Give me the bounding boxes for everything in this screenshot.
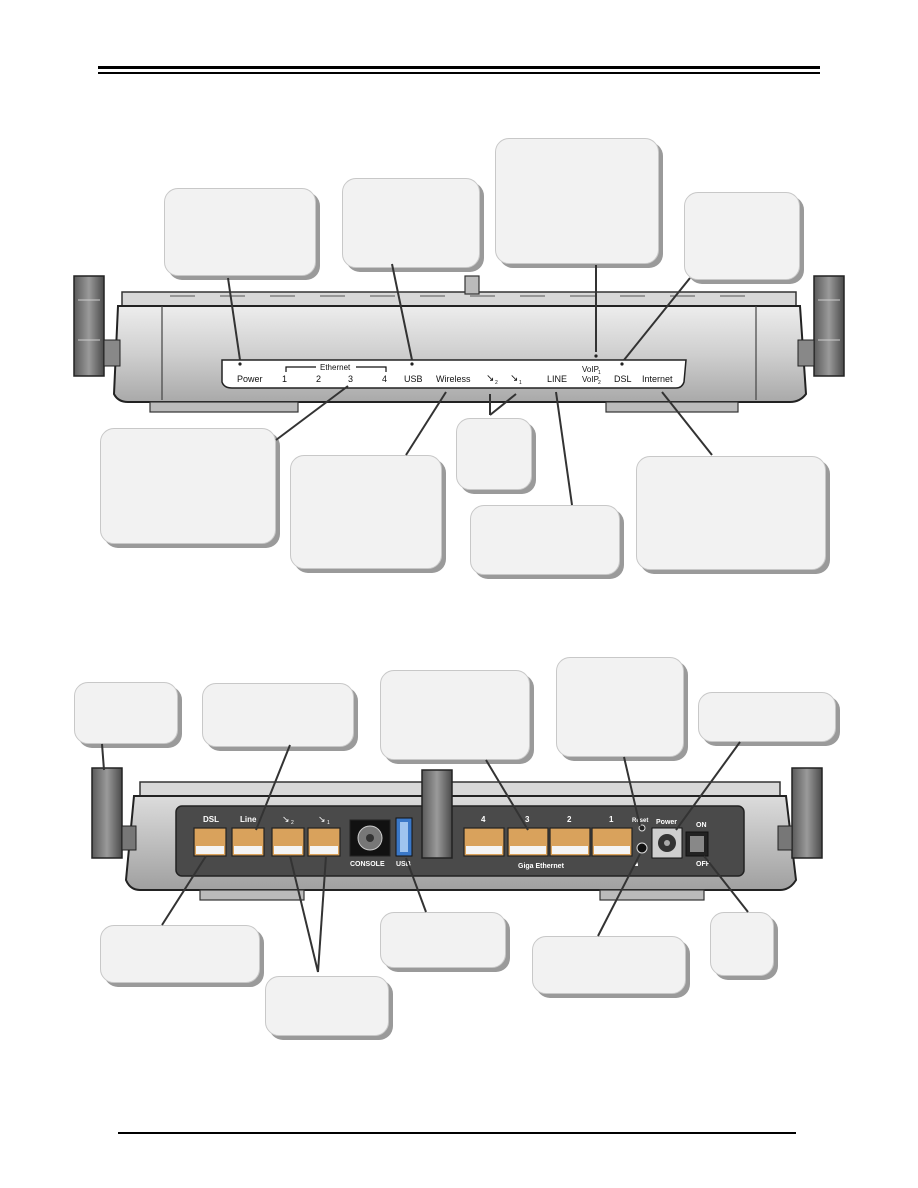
- label-phone2: 2: [495, 380, 498, 386]
- label-rear-phone1: 1: [327, 820, 330, 826]
- label-wireless: Wireless: [436, 374, 471, 384]
- label-usb: USB: [404, 374, 423, 384]
- rear-phone-icon-2: ↘: [282, 814, 290, 824]
- label-voip-1: VoIP: [582, 365, 599, 374]
- callout-power-switch: [710, 912, 774, 976]
- callout-giga-ethernet: [380, 670, 530, 760]
- label-line: LINE: [547, 374, 567, 384]
- header-rule-thick: [98, 66, 820, 69]
- label-rear-phone2: 2: [291, 820, 294, 826]
- label-eth3: 3: [348, 374, 353, 384]
- callout-phone-ports: [265, 976, 389, 1036]
- rear-foot-right: [599, 889, 705, 901]
- label-voip-2-sub: 2: [598, 380, 601, 386]
- label-rear-line: Line: [240, 815, 257, 824]
- front-antenna-left: [73, 275, 121, 377]
- front-top-handle: [464, 275, 480, 295]
- label-rear-reset: Reset: [632, 818, 648, 824]
- callout-wireless: [290, 455, 442, 569]
- led-dsl: [620, 362, 624, 366]
- rear-antenna-right: [777, 767, 823, 859]
- label-rear-dsl: DSL: [203, 815, 219, 824]
- front-top-ridge: [121, 291, 797, 307]
- callout-voip: [495, 138, 659, 264]
- label-ethernet: Ethernet: [320, 363, 351, 372]
- rear-port-recess: [175, 805, 745, 877]
- label-rear-on: ON: [696, 822, 707, 829]
- label-voip-2: VoIP: [582, 375, 599, 384]
- label-rear-power: Power: [656, 819, 677, 826]
- reset-hole: [638, 824, 646, 832]
- phone-icon-2: ↘: [486, 373, 494, 384]
- rear-top-ridge: [139, 781, 781, 797]
- callout-phone: [456, 418, 532, 490]
- callout-power: [164, 188, 316, 276]
- callout-wps: [532, 936, 686, 994]
- label-eth1: 1: [282, 374, 287, 384]
- front-led-window: [221, 359, 687, 389]
- led-voip: [594, 354, 598, 358]
- rear-foot-left: [199, 889, 305, 901]
- front-foot-right: [605, 401, 739, 413]
- label-rear-giga: Giga Ethernet: [518, 863, 565, 870]
- front-antenna-right: [797, 275, 845, 377]
- label-internet: Internet: [642, 374, 673, 384]
- label-rear-lan4: 4: [481, 815, 486, 824]
- callout-line-port: [202, 683, 354, 747]
- label-power: Power: [237, 374, 263, 384]
- front-foot-left: [149, 401, 299, 413]
- label-rear-off: OFF: [696, 861, 711, 868]
- ethernet-bracket: [285, 366, 387, 372]
- wps-button: [636, 842, 648, 854]
- label-rear-console: CONSOLE: [350, 861, 385, 868]
- label-voip-1-sub: 1: [598, 370, 601, 376]
- label-phone1: 1: [519, 380, 522, 386]
- callout-reset: [556, 657, 684, 757]
- front-panel: Power Ethernet 1 2 3 4 USB Wireless ↘ 2 …: [73, 263, 845, 506]
- led-power: [238, 362, 242, 366]
- callout-ethernet: [100, 428, 276, 544]
- label-rear-lan3: 3: [525, 815, 530, 824]
- callout-dsl: [684, 192, 800, 280]
- callout-usb: [342, 178, 480, 268]
- label-rear-lan1: 1: [609, 815, 614, 824]
- callout-dsl-port: [100, 925, 260, 983]
- footer-rule: [118, 1132, 796, 1134]
- rear-phone-icon-1: ↘: [318, 814, 326, 824]
- callout-power-jack: [698, 692, 836, 742]
- phone-icon-1: ↘: [510, 373, 518, 384]
- header-rule-thin: [98, 72, 820, 74]
- label-eth4: 4: [382, 374, 387, 384]
- label-rear-lan2: 2: [567, 815, 572, 824]
- rear-antenna-center: [421, 769, 453, 859]
- callout-usb-port: [380, 912, 506, 968]
- callout-antenna: [74, 682, 178, 744]
- label-dsl: DSL: [614, 374, 632, 384]
- callout-line: [470, 505, 620, 575]
- label-eth2: 2: [316, 374, 321, 384]
- rear-panel: DSL Line ↘ 2 ↘ 1 CONSOLE USB 4 3 2 1 Gig…: [91, 741, 823, 973]
- front-leader-lines: [227, 263, 713, 506]
- led-usb: [410, 362, 414, 366]
- rear-antenna-left: [91, 767, 137, 859]
- label-rear-usb: USB: [396, 861, 411, 868]
- rear-leader-lines: [101, 741, 749, 973]
- callout-internet: [636, 456, 826, 570]
